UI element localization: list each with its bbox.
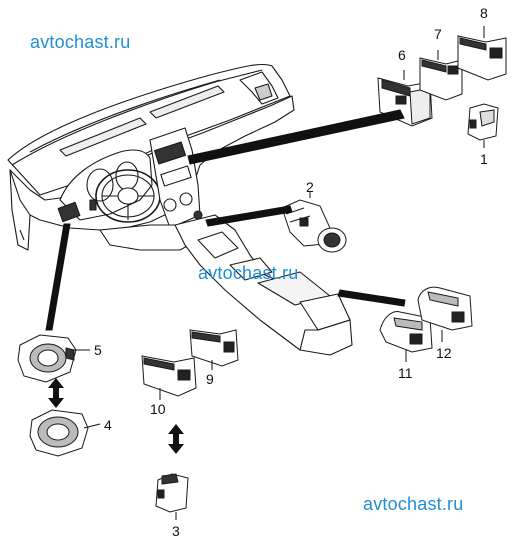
callout-5: 5 (94, 342, 102, 358)
leader-band-left (45, 223, 71, 331)
watermark-center: avtochast.ru (198, 263, 299, 283)
watermark-bottom-right: avtochast.ru (363, 494, 464, 514)
part-12-switch (417, 286, 473, 331)
leader-band-upper (187, 109, 405, 165)
callout-6: 6 (398, 47, 406, 63)
part-2-lighter (281, 199, 347, 253)
callout-2: 2 (306, 179, 314, 195)
dashboard-illustration (7, 63, 353, 356)
callout-3: 3 (172, 523, 180, 539)
callout-8: 8 (480, 5, 488, 21)
callout-4: 4 (104, 417, 112, 433)
part-1-switch (467, 103, 499, 141)
part-7-switch (419, 57, 463, 101)
leader-band-console (337, 289, 406, 307)
leader-lines (45, 26, 485, 520)
part-3-switch (155, 473, 189, 513)
part-4-knob-switch (29, 409, 89, 457)
double-arrow-icon-center (168, 424, 184, 454)
callout-10: 10 (150, 401, 166, 417)
callout-1: 1 (480, 151, 488, 167)
part-10-switch (141, 355, 197, 397)
part-9-switch (189, 329, 239, 367)
double-arrow-icon-left (48, 378, 64, 408)
callout-9: 9 (206, 371, 214, 387)
part-8-switch (457, 35, 507, 81)
part-11-switch (379, 311, 433, 353)
callout-12: 12 (436, 345, 452, 361)
swap-arrows (48, 378, 184, 454)
leader-band-lighter (205, 205, 293, 227)
watermark-top-left: avtochast.ru (30, 32, 131, 52)
callout-7: 7 (434, 26, 442, 42)
part-5-knob-switch (17, 334, 77, 383)
callout-11: 11 (398, 365, 413, 381)
